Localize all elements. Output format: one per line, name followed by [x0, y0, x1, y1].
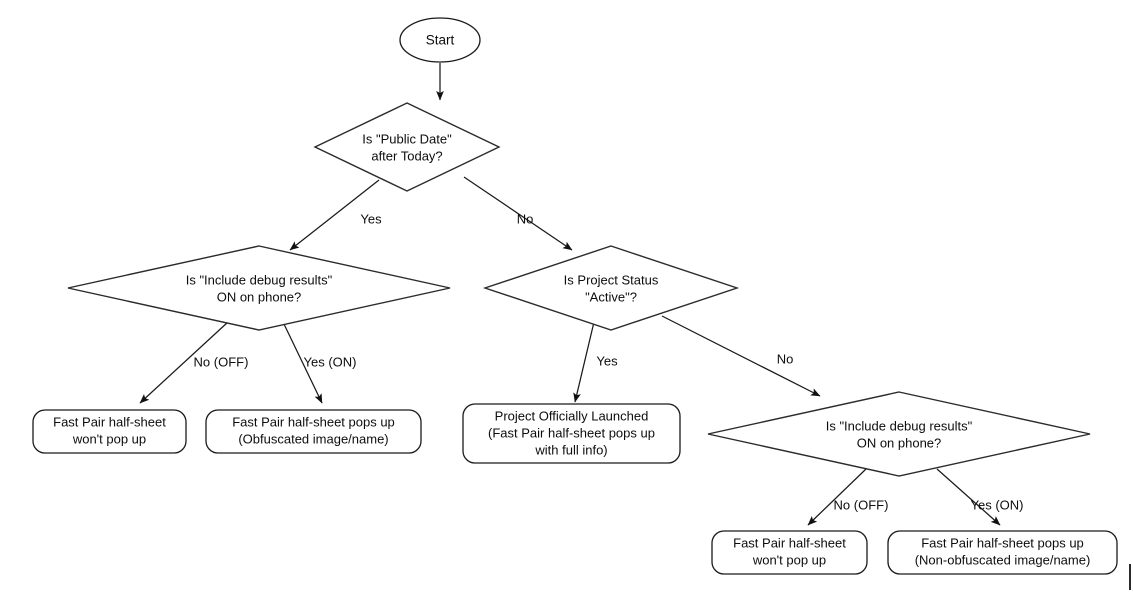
- debug-right-line-2: ON on phone?: [857, 435, 942, 450]
- node-result-launched[interactable]: Project Officially Launched (Fast Pair h…: [462, 403, 681, 464]
- edge-status-no: [661, 315, 821, 397]
- debug-left-diamond: [67, 245, 451, 331]
- node-decision-public-date[interactable]: Is "Public Date" after Today?: [313, 102, 501, 192]
- page-edge-mark: [1129, 564, 1131, 590]
- result-right-on-line-1: Fast Pair half-sheet pops up: [921, 535, 1084, 550]
- edge-status-yes: [573, 321, 595, 403]
- edge-label-status-yes: Yes: [596, 353, 618, 368]
- project-status-line-1: Is Project Status: [564, 272, 659, 287]
- result-right-on-box: [887, 530, 1118, 575]
- edge-debug-right-no: [807, 468, 867, 526]
- edge-label-debug-right-no: No (OFF): [834, 497, 889, 512]
- node-result-right-on[interactable]: Fast Pair half-sheet pops up (Non-obfusc…: [887, 530, 1118, 575]
- debug-left-line-1: Is "Include debug results": [186, 272, 333, 287]
- node-decision-debug-left[interactable]: Is "Include debug results" ON on phone?: [67, 245, 451, 331]
- result-right-off-box: [711, 530, 868, 575]
- result-left-on-line-2: (Obfuscated image/name): [238, 431, 388, 446]
- edge-label-debug-right-yes: Yes (ON): [971, 497, 1024, 512]
- edge-label-status-no: No: [777, 351, 794, 366]
- project-status-diamond: [482, 245, 740, 331]
- result-right-on-line-2: (Non-obfuscated image/name): [915, 552, 1091, 567]
- edge-label-debug-left-yes: Yes (ON): [304, 354, 357, 369]
- edge-label-public-date-no: No: [517, 211, 534, 226]
- node-decision-project-status[interactable]: Is Project Status "Active"?: [482, 245, 740, 331]
- edge-label-debug-left-no: No (OFF): [194, 354, 249, 369]
- node-result-left-on[interactable]: Fast Pair half-sheet pops up (Obfuscated…: [205, 409, 422, 454]
- public-date-line-2: after Today?: [371, 148, 442, 163]
- edge-labels-group: Yes No No (OFF) Yes (ON) Yes No No (OFF)…: [194, 211, 1024, 512]
- public-date-diamond: [313, 102, 501, 192]
- debug-right-diamond: [707, 391, 1091, 477]
- public-date-line-1: Is "Public Date": [362, 131, 452, 146]
- edge-label-public-date-yes: Yes: [360, 211, 382, 226]
- start-label: Start: [426, 33, 455, 48]
- result-right-off-line-2: won't pop up: [752, 552, 826, 567]
- edge-public-date-yes: [289, 179, 380, 251]
- node-result-left-off[interactable]: Fast Pair half-sheet won't pop up: [32, 409, 187, 454]
- result-left-off-line-1: Fast Pair half-sheet: [53, 414, 166, 429]
- edge-debug-right-yes: [936, 468, 1001, 526]
- result-launched-box: [462, 403, 681, 464]
- project-status-line-2: "Active"?: [585, 289, 637, 304]
- node-result-right-off[interactable]: Fast Pair half-sheet won't pop up: [711, 530, 868, 575]
- start-ellipse: [399, 17, 481, 63]
- edge-debug-left-yes: [282, 321, 323, 404]
- debug-left-line-2: ON on phone?: [217, 289, 302, 304]
- result-launched-line-3: with full info): [534, 442, 607, 457]
- result-right-off-line-1: Fast Pair half-sheet: [733, 535, 846, 550]
- edges-group: [139, 63, 1001, 526]
- result-left-on-line-1: Fast Pair half-sheet pops up: [232, 414, 395, 429]
- result-launched-line-2: (Fast Pair half-sheet pops up: [488, 425, 655, 440]
- edge-debug-left-no: [139, 321, 229, 404]
- result-left-on-box: [205, 409, 422, 454]
- result-left-off-box: [32, 409, 187, 454]
- node-start[interactable]: Start: [399, 17, 481, 63]
- node-decision-debug-right[interactable]: Is "Include debug results" ON on phone?: [707, 391, 1091, 477]
- edge-public-date-no: [463, 176, 573, 251]
- result-launched-line-1: Project Officially Launched: [495, 408, 649, 423]
- result-left-off-line-2: won't pop up: [72, 431, 146, 446]
- debug-right-line-1: Is "Include debug results": [826, 418, 973, 433]
